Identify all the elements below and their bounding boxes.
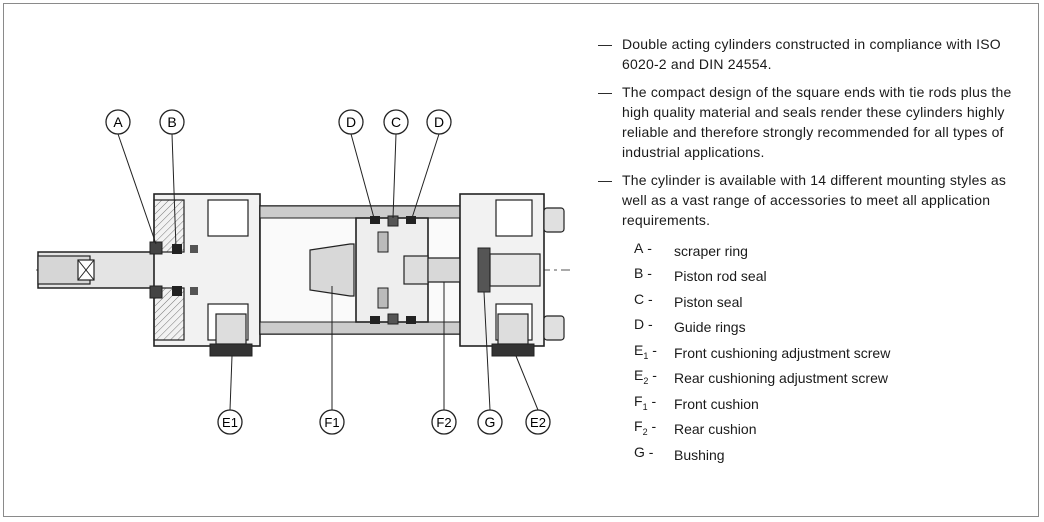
guide-ring-right bbox=[406, 216, 416, 224]
callout-d-left: D bbox=[338, 109, 364, 135]
rear-cushion-screw-body bbox=[497, 313, 529, 345]
legend-row: F2 - Rear cushion bbox=[634, 417, 1034, 443]
legend-desc: Front cushion bbox=[674, 395, 759, 412]
tie-rod-nut-top bbox=[543, 207, 565, 233]
callout-label: E2 bbox=[530, 415, 546, 430]
cylinder-cross-section-diagram: A B D C D E1 F1 F2 bbox=[36, 109, 570, 435]
legend-desc: Rear cushioning adjustment screw bbox=[674, 370, 888, 387]
tie-rod-nut-bottom bbox=[543, 315, 565, 341]
rod-seal bbox=[172, 244, 182, 254]
legend-row: G - Bushing bbox=[634, 442, 1034, 468]
parts-legend: A - scraper ring B - Piston rod seal C -… bbox=[634, 238, 1034, 468]
callout-f2: F2 bbox=[431, 409, 457, 435]
front-cushion-screw-head bbox=[209, 343, 253, 357]
legend-key: C - bbox=[634, 290, 653, 307]
callout-d-right: D bbox=[426, 109, 452, 135]
callout-f1: F1 bbox=[319, 409, 345, 435]
bullet-text: The cylinder is available with 14 differ… bbox=[622, 172, 1007, 228]
legend-key: G - bbox=[634, 443, 654, 460]
legend-key: F2 - bbox=[634, 418, 657, 438]
legend-row: F1 - Front cushion bbox=[634, 391, 1034, 417]
front-cushion bbox=[309, 243, 355, 297]
legend-row: E1 - Front cushioning adjustment screw bbox=[634, 340, 1034, 366]
rear-cushion-screw-head bbox=[491, 343, 535, 357]
legend-desc: Rear cushion bbox=[674, 421, 757, 438]
rear-tie-rod-hole bbox=[495, 199, 533, 237]
callout-a: A bbox=[105, 109, 131, 135]
piston-nut bbox=[403, 255, 429, 285]
bullet-dash: — bbox=[598, 36, 612, 52]
callout-label: B bbox=[167, 114, 176, 130]
figure-frame: A B D C D E1 F1 F2 bbox=[3, 3, 1039, 517]
scraper-ring bbox=[149, 241, 163, 255]
callout-label: F1 bbox=[324, 415, 339, 430]
legend-row: B - Piston rod seal bbox=[634, 264, 1034, 290]
callout-label: D bbox=[434, 114, 444, 130]
legend-key: E2 - bbox=[634, 367, 657, 387]
bullet-dash: — bbox=[598, 172, 612, 188]
bullet-item: — The compact design of the square ends … bbox=[598, 82, 1034, 162]
leader-lines bbox=[117, 133, 539, 411]
callout-g: G bbox=[477, 409, 503, 435]
legend-desc: Guide rings bbox=[674, 319, 746, 336]
callout-label: C bbox=[391, 114, 401, 130]
bullet-text: The compact design of the square ends wi… bbox=[622, 84, 1012, 160]
bullet-item: — The cylinder is available with 14 diff… bbox=[598, 170, 1034, 230]
legend-key: F1 - bbox=[634, 392, 657, 412]
legend-desc: Piston rod seal bbox=[674, 268, 767, 285]
bullet-item: — Double acting cylinders constructed in… bbox=[598, 34, 1034, 74]
callout-label: G bbox=[485, 414, 496, 430]
front-cushion-screw-body bbox=[215, 313, 247, 345]
legend-row: C - Piston seal bbox=[634, 289, 1034, 315]
callout-e1: E1 bbox=[217, 409, 243, 435]
legend-key: D - bbox=[634, 316, 653, 333]
legend-row: A - scraper ring bbox=[634, 238, 1034, 264]
description-panel: — Double acting cylinders constructed in… bbox=[598, 34, 1034, 468]
callout-label: F2 bbox=[436, 415, 451, 430]
bullet-dash: — bbox=[598, 84, 612, 100]
legend-desc: Bushing bbox=[674, 446, 725, 463]
legend-key: A - bbox=[634, 239, 652, 256]
callout-c: C bbox=[383, 109, 409, 135]
callout-label: D bbox=[346, 114, 356, 130]
bushing bbox=[477, 247, 491, 293]
legend-desc: Piston seal bbox=[674, 293, 743, 310]
legend-key: B - bbox=[634, 265, 652, 282]
callout-e2: E2 bbox=[525, 409, 551, 435]
front-tie-rod-hole bbox=[207, 199, 249, 237]
legend-key: E1 - bbox=[634, 341, 657, 361]
guide-ring-left bbox=[370, 216, 380, 224]
legend-row: D - Guide rings bbox=[634, 315, 1034, 341]
legend-desc: scraper ring bbox=[674, 242, 748, 259]
callout-b: B bbox=[159, 109, 185, 135]
legend-row: E2 - Rear cushioning adjustment screw bbox=[634, 366, 1034, 392]
callout-label: A bbox=[113, 114, 123, 130]
bullet-text: Double acting cylinders constructed in c… bbox=[622, 36, 1001, 72]
callout-label: E1 bbox=[222, 415, 238, 430]
legend-desc: Front cushioning adjustment screw bbox=[674, 344, 891, 361]
